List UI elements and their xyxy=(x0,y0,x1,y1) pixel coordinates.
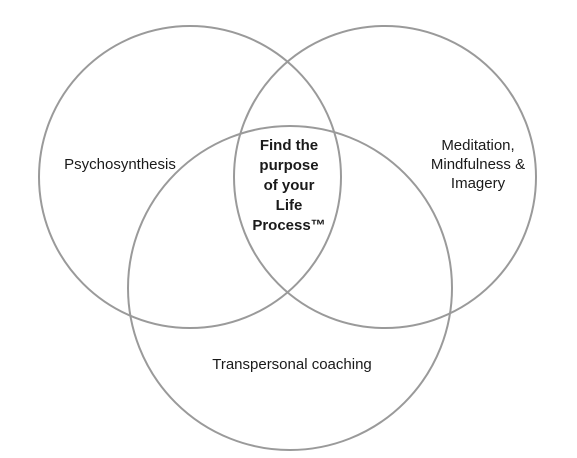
set-circle-bottom xyxy=(127,125,453,451)
intersection-label: Find the purpose of your Life Process™ xyxy=(252,137,326,234)
set-label-meditation: Meditation, Mindfulness & Imagery xyxy=(430,137,526,192)
set-label-psychosynthesis: Psychosynthesis xyxy=(64,156,176,173)
set-circle-left xyxy=(38,25,342,329)
set-label-transpersonal-coaching: Transpersonal coaching xyxy=(212,356,372,373)
set-circle-right xyxy=(233,25,537,329)
